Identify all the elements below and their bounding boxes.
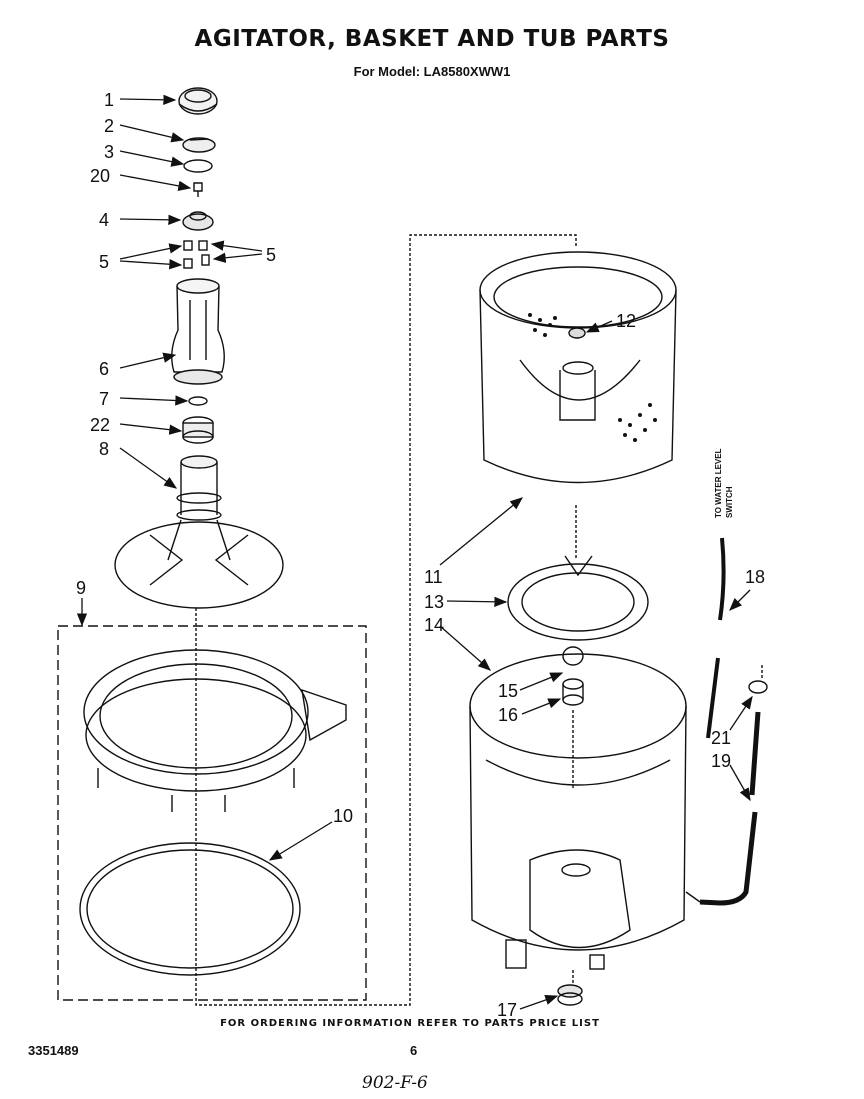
label-part-19: 19 — [711, 751, 731, 771]
part-9-group-box — [57, 625, 367, 1001]
label-part-16: 16 — [498, 705, 518, 725]
leader-shaft-line — [195, 234, 577, 1006]
part-8-agitator-base — [114, 455, 284, 609]
part-3-ring — [183, 159, 213, 173]
part-12-nut — [568, 327, 586, 339]
model-subtitle: For Model: LA8580XWW1 — [353, 64, 511, 79]
label-part-1: 1 — [104, 90, 114, 110]
document-number: 3351489 — [28, 1043, 79, 1058]
label-part-20: 20 — [90, 166, 110, 186]
water-level-note-line1: TO WATER LEVEL — [714, 448, 723, 518]
label-part-12: 12 — [616, 311, 636, 331]
part-labels: 1 2 3 20 4 5 5 6 7 22 8 9 10 11 12 13 14… — [76, 90, 765, 1020]
part-13-drive-ring — [507, 555, 649, 641]
label-part-6: 6 — [99, 359, 109, 379]
part-1-agitator-cap — [178, 87, 218, 115]
part-21-clamp — [748, 680, 768, 694]
label-part-3: 3 — [104, 142, 114, 162]
label-part-14: 14 — [424, 615, 444, 635]
part-4-hub — [182, 211, 214, 231]
label-part-4: 4 — [99, 210, 109, 230]
label-part-21: 21 — [711, 728, 731, 748]
part-14-outer-tub — [469, 653, 687, 970]
ordering-info-note: FOR ORDERING INFORMATION REFER TO PARTS … — [220, 1018, 600, 1029]
part-11-basket — [479, 251, 677, 484]
part-20-bolt — [193, 182, 203, 197]
part-18-hose — [706, 537, 726, 739]
label-part-10: 10 — [333, 806, 353, 826]
part-15-16-seal-assembly — [562, 646, 584, 706]
water-level-note-line2: SWITCH — [725, 486, 734, 518]
label-part-2: 2 — [104, 116, 114, 136]
part-9-tub-ring — [83, 649, 347, 812]
part-2-retainer — [182, 137, 216, 153]
label-part-5-left: 5 — [99, 252, 109, 272]
page-number: 6 — [410, 1043, 418, 1058]
label-part-15: 15 — [498, 681, 518, 701]
label-part-7: 7 — [99, 389, 109, 409]
leader-arrows — [76, 94, 753, 1010]
part-6-agitator-barrel — [171, 278, 225, 385]
part-10-gasket — [79, 842, 301, 976]
part-17-plug — [557, 984, 583, 1006]
handwritten-note: 902-F-6 — [362, 1073, 428, 1093]
label-part-18: 18 — [745, 567, 765, 587]
page-title: AGITATOR, BASKET AND TUB PARTS — [194, 26, 670, 52]
part-19-drain-hose — [699, 711, 761, 906]
water-level-note: TO WATER LEVEL SWITCH — [700, 430, 734, 520]
label-part-11: 11 — [424, 567, 443, 587]
part-5-dogs — [183, 240, 210, 269]
label-part-22: 22 — [90, 415, 110, 435]
label-part-8: 8 — [99, 439, 109, 459]
part-7-ring — [188, 396, 208, 406]
label-part-9: 9 — [76, 578, 86, 598]
label-part-13: 13 — [424, 592, 444, 612]
label-part-5-right: 5 — [266, 245, 276, 265]
label-part-17: 17 — [497, 1000, 517, 1020]
part-22-coupling — [182, 416, 214, 444]
